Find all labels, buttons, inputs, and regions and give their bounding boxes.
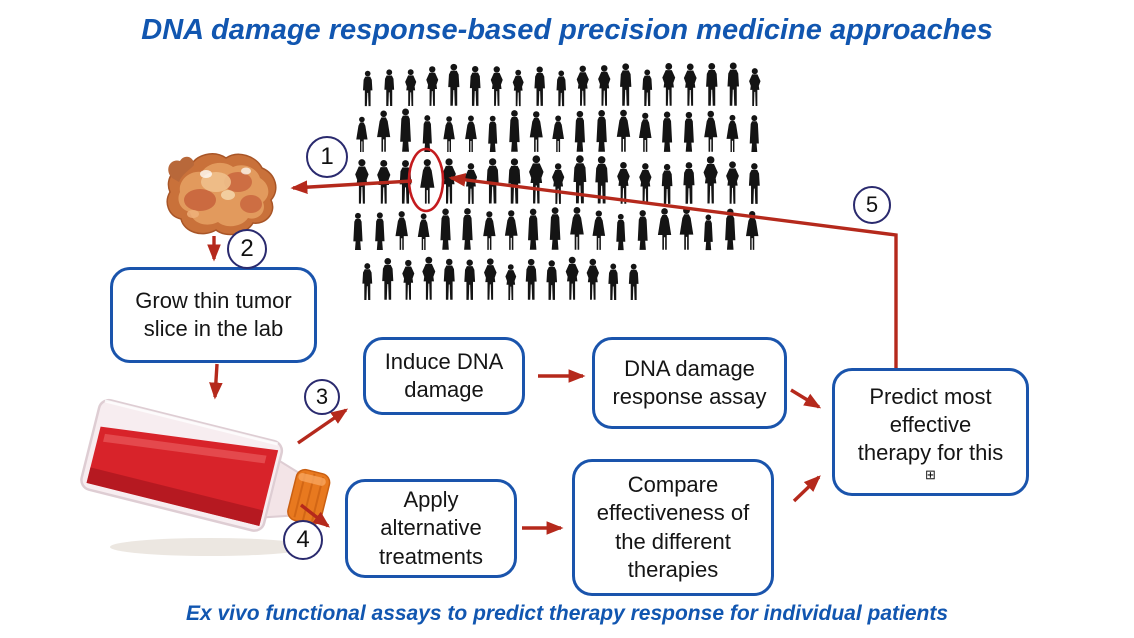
process-box-grow-tumor-slice: Grow thin tumor slice in the lab: [110, 267, 317, 363]
crowd-silhouettes-image: [353, 62, 761, 301]
process-box-label: Compare effectiveness of the different t…: [596, 472, 750, 582]
process-box-predict-therapy: Predict most effective therapy for this …: [832, 368, 1029, 496]
culture-flask-image: [80, 398, 331, 556]
step-circle-1: 1: [306, 136, 348, 178]
arrow-assay-to-predict: [790, 388, 822, 409]
process-box-induce-dna-damage: Induce DNA damage: [363, 337, 525, 415]
arrow-compare-to-predict: [792, 475, 821, 503]
step-circle-5: 5: [853, 186, 891, 224]
step-circle-4: 4: [283, 520, 323, 560]
page-title: DNA damage response-based precision medi…: [141, 14, 993, 46]
tumor-tissue-image: [166, 153, 277, 236]
process-box-apply-alternative-treatments: Apply alternative treatments: [345, 479, 517, 578]
bottom-caption: Ex vivo functional assays to predict the…: [185, 602, 949, 625]
process-box-label: Apply alternative treatments: [379, 487, 483, 569]
missing-glyph-box-icon: ⊞: [925, 467, 936, 483]
process-box-label: Induce DNA damage: [384, 348, 504, 402]
step-circle-3: 3: [304, 379, 340, 415]
process-box-label: Grow thin tumor slice in the lab: [135, 287, 292, 341]
process-box-label: Predict most effective therapy for this: [857, 383, 1004, 466]
step-circle-2: 2: [227, 229, 267, 269]
process-box-ddr-assay: DNA damage response assay: [592, 337, 787, 429]
process-box-compare-effectiveness: Compare effectiveness of the different t…: [572, 459, 774, 596]
process-box-label: DNA damage response assay: [612, 355, 767, 409]
